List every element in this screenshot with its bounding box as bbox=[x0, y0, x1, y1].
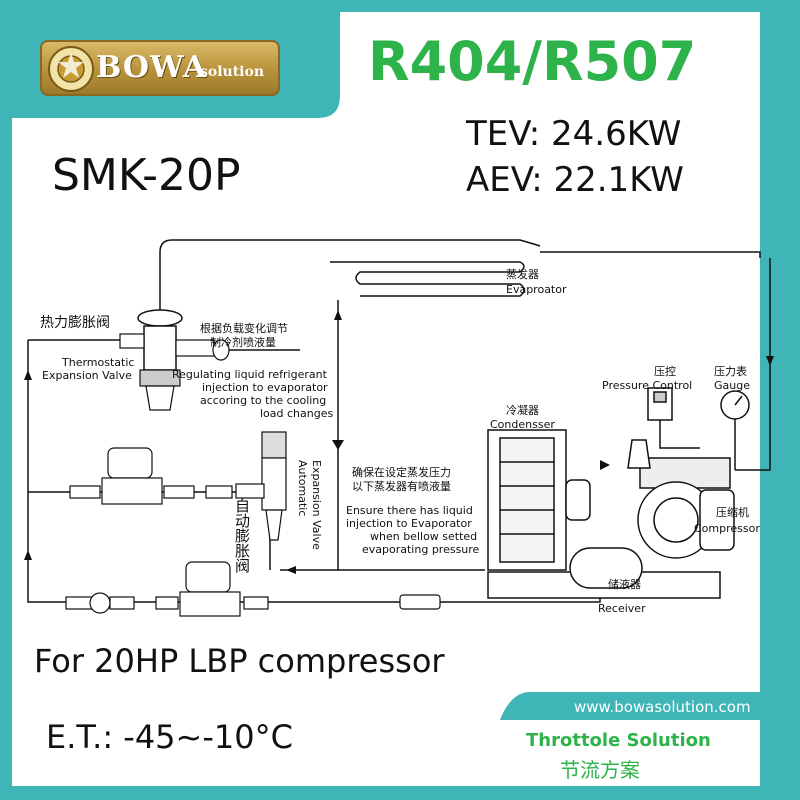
evaporator-label-cn: 蒸发器 bbox=[506, 268, 539, 281]
filter-drier bbox=[399, 594, 441, 610]
regulating-label-en-2: injection to evaporator bbox=[202, 381, 328, 394]
regulating-label-en-3: accoring to the cooling bbox=[200, 394, 327, 407]
evaporator-label-en: Evaproator bbox=[506, 283, 567, 296]
tev-label-cn: 热力膨胀阀 bbox=[40, 315, 110, 331]
gauge-label-cn: 压力表 bbox=[714, 365, 747, 378]
brand-logo-subtext: solution bbox=[200, 64, 265, 80]
aev-capacity: AEV: 22.1KW bbox=[466, 160, 684, 200]
brand-emblem-icon bbox=[48, 46, 94, 92]
url-band bbox=[500, 692, 772, 720]
condenser bbox=[487, 429, 591, 571]
thermostatic-expansion-valve bbox=[119, 309, 230, 411]
solenoid-valve-upper bbox=[69, 447, 233, 505]
gauge-icon bbox=[720, 390, 750, 440]
automatic-expansion-valve bbox=[235, 431, 287, 541]
receiver-label-cn: 储液器 bbox=[608, 578, 641, 591]
compressor-label-en: Compressor bbox=[694, 522, 760, 535]
aev-label-en-2: Expansion Valve bbox=[310, 460, 323, 550]
aev-label-en-1: Automatic bbox=[296, 460, 309, 517]
regulating-label-en-1: Regulating liquid refrigerant bbox=[172, 368, 327, 381]
compressor bbox=[627, 439, 735, 559]
model-number: SMK-20P bbox=[52, 150, 241, 201]
compressor-rating: For 20HP LBP compressor bbox=[34, 642, 445, 680]
regulating-label-cn-1: 根据负载变化调节 bbox=[200, 322, 288, 335]
tev-label-en-1: Thermostatic bbox=[62, 356, 135, 369]
compressor-label-cn: 压缩机 bbox=[716, 506, 749, 519]
gauge-label-en: Gauge bbox=[714, 379, 750, 392]
top-border bbox=[340, 0, 800, 12]
throttle-solution-cn: 节流方案 bbox=[560, 758, 640, 782]
regulating-label-en-4: load changes bbox=[260, 407, 334, 420]
refrigerant-title: R404/R507 bbox=[368, 30, 697, 93]
pressure-control-label-en: Pressure Control bbox=[602, 379, 693, 392]
receiver-label-en: Receiver bbox=[598, 602, 646, 615]
right-border bbox=[760, 0, 800, 800]
aev-label-cn: 自动膨胀阀 bbox=[233, 498, 251, 573]
throttle-solution-en: Throttole Solution bbox=[526, 730, 711, 751]
left-border bbox=[0, 0, 12, 800]
ensure-label-cn-1: 确保在设定蒸发压力 bbox=[352, 466, 451, 479]
ensure-label-cn-2: 以下蒸发器有喷液量 bbox=[352, 480, 451, 493]
brand-logo-text: BOWA bbox=[96, 50, 208, 85]
regulating-label-cn-2: 制冷剂喷液量 bbox=[210, 336, 276, 349]
solenoid-valve-lower bbox=[155, 561, 269, 617]
ensure-label-en-2: injection to Evaporator bbox=[346, 517, 472, 530]
condenser-label-cn: 冷凝器 bbox=[506, 404, 539, 417]
pressure-control-label-cn: 压控 bbox=[654, 365, 676, 378]
ensure-label-en-3: when bellow setted bbox=[370, 530, 478, 543]
ensure-label-en-4: evaporating pressure bbox=[362, 543, 480, 556]
pressure-control bbox=[647, 387, 673, 421]
bottom-border bbox=[0, 786, 800, 800]
condenser-label-en: Condensser bbox=[490, 418, 555, 431]
ensure-label-en-1: Ensure there has liquid bbox=[346, 504, 473, 517]
tev-capacity: TEV: 24.6KW bbox=[466, 114, 682, 154]
sight-glass bbox=[65, 592, 135, 614]
evaporating-temperature: E.T.: -45~-10°C bbox=[46, 718, 293, 756]
website-url: www.bowasolution.com bbox=[574, 698, 751, 716]
receiver bbox=[569, 547, 643, 589]
tev-label-en-2: Expansion Valve bbox=[42, 369, 132, 382]
